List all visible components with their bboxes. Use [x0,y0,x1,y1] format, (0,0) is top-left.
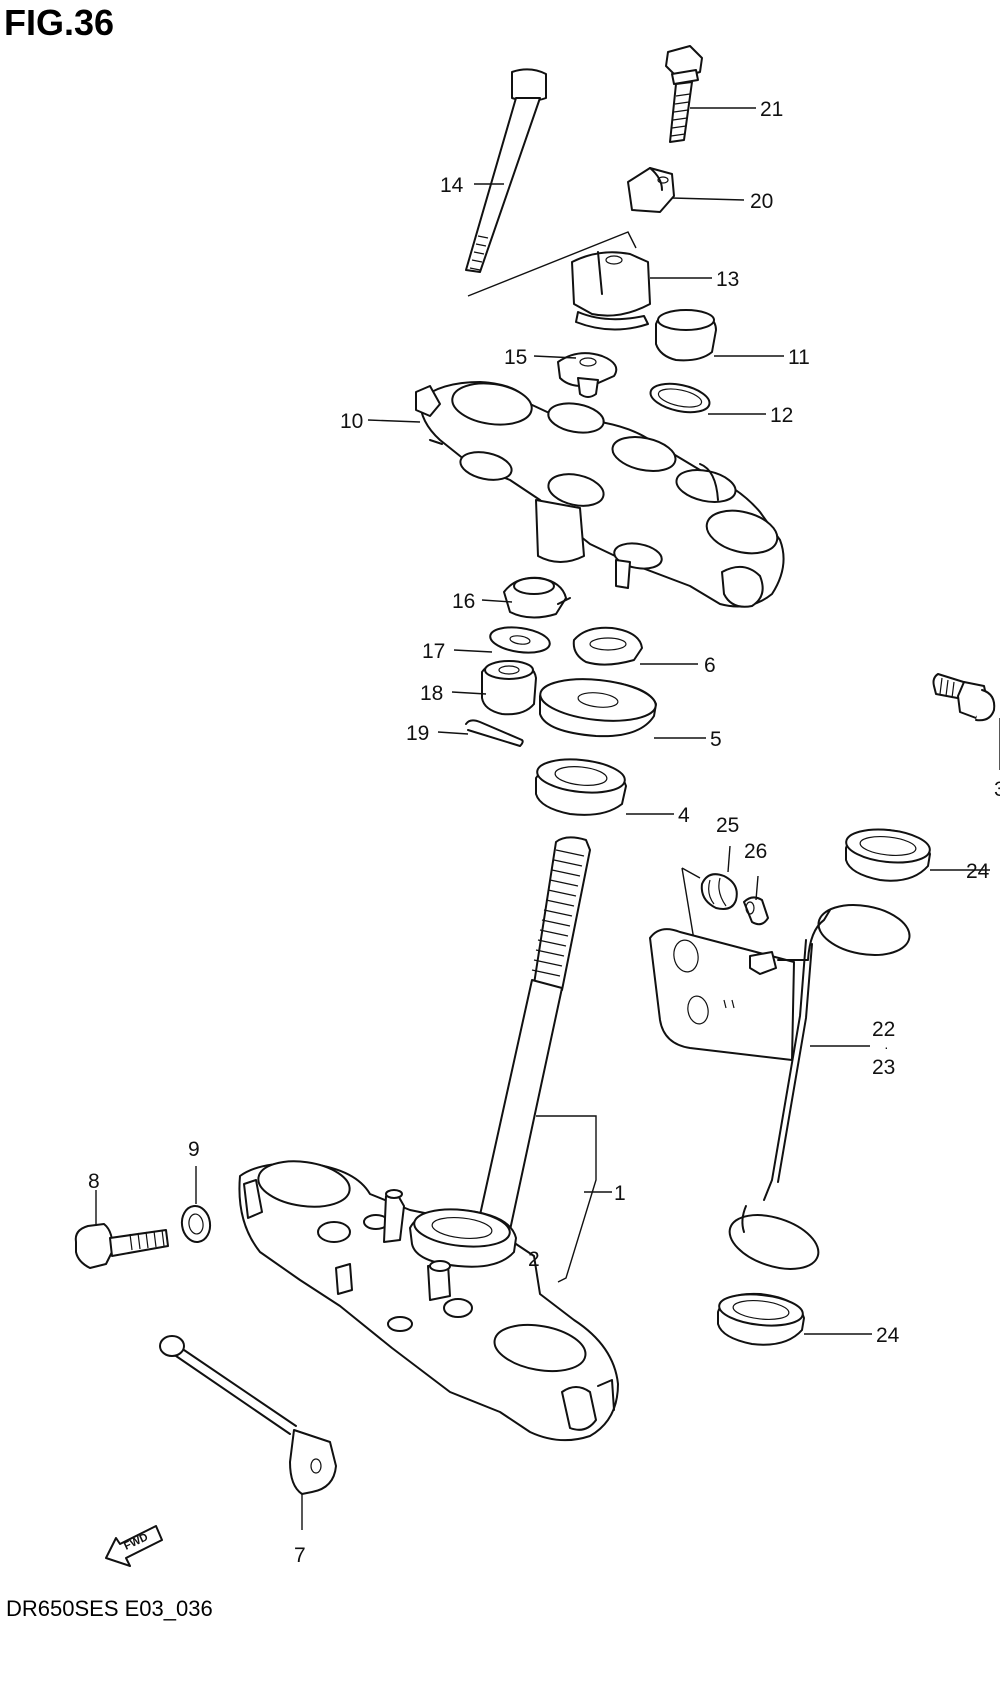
callout-label: 12 [770,404,793,427]
callout-1: 1 [584,1182,626,1205]
callout-20: 20 [671,190,773,213]
callout-label: 7 [294,1544,306,1567]
part-24-grommet-upper [845,828,931,882]
part-17-washer [489,626,551,654]
callout-11: 11 [714,346,810,369]
callout-label: 20 [750,190,773,213]
callout-label: 6 [704,654,716,677]
callout-24-lower: 24 [804,1324,900,1347]
part-3-bolt [932,673,996,722]
callout-5: 5 [654,728,722,751]
callout-19: 19 [406,722,469,745]
part-1-steering-stem [238,836,619,1442]
callout-label: 14 [440,174,464,197]
part-14-long-bolt [465,68,547,273]
callout-10: 10 [340,410,421,433]
callout-17: 17 [422,640,493,663]
callout-9: 9 [188,1138,200,1204]
part-13-handlebar-holder [571,251,651,331]
callout-24-upper: 24 [930,860,990,883]
part-12-washer [649,382,711,414]
part-26-collar [743,896,769,926]
callout-13: 13 [650,268,739,291]
part-11-cap [655,309,717,362]
callout-label: 15 [504,346,527,369]
callout-22-23: 22 · 23 [810,1018,895,1079]
callout-8: 8 [88,1170,100,1226]
part-7-guide [159,1335,337,1495]
callout-label: 26 [744,840,767,863]
callout-label: 17 [422,640,445,663]
callout-label: 21 [760,98,783,121]
callout-label: 2 [528,1248,540,1271]
callout-12: 12 [708,404,793,427]
callout-6: 6 [640,654,716,677]
callout-21: 21 [690,98,783,121]
part-9-washer [180,1205,212,1243]
callout-label: 24 [876,1324,900,1347]
callout-4: 4 [626,804,690,827]
fwd-arrow-icon: FWD [105,1525,163,1567]
part-24-grommet-lower [717,1292,805,1346]
part-25-grommet [700,873,738,910]
callout-label: 18 [420,682,443,705]
part-21-bolt [665,45,703,143]
part-6-lock-washer [572,626,643,666]
part-15-damper [557,352,618,398]
callout-label: 23 [872,1056,895,1079]
part-18-nut [481,660,537,716]
callout-2: 2 [528,1248,540,1271]
part-5-washer [539,678,657,738]
part-20-handlebar-clamp [627,167,675,213]
callout-25: 25 [716,814,739,873]
diagram-code: DR650SES E03_036 [6,1596,213,1621]
callout-label: 11 [788,346,810,369]
callout-label: 10 [340,410,363,433]
callout-label: 13 [716,268,739,291]
callout-14: 14 [440,174,504,197]
callout-label: 24 [966,860,990,883]
callout-label: 19 [406,722,429,745]
callout-label: 16 [452,590,475,613]
figure-title: FIG.36 [4,2,115,43]
part-10-upper-bracket [415,381,785,608]
part-4-bearing [535,758,627,816]
callout-3: 3 [994,718,1000,801]
callout-label: 25 [716,814,739,837]
callout-label: 3 [994,778,1000,801]
callout-18: 18 [420,682,487,705]
part-8-bolt [74,1223,169,1269]
callout-7: 7 [294,1494,306,1567]
callout-label: 8 [88,1170,100,1193]
callout-26: 26 [744,840,767,901]
callout-label: 9 [188,1138,200,1161]
callout-label: 1 [614,1182,626,1205]
callout-label: 4 [678,804,690,827]
part-19-cotter-pin [465,719,524,747]
callout-15: 15 [504,346,577,369]
part-16-seal [503,576,571,619]
svg-text:·: · [884,1039,889,1055]
part-22-23-bracket [649,904,911,1270]
callout-16: 16 [452,590,513,613]
callout-label: 22 [872,1018,895,1041]
callout-label: 5 [710,728,722,751]
